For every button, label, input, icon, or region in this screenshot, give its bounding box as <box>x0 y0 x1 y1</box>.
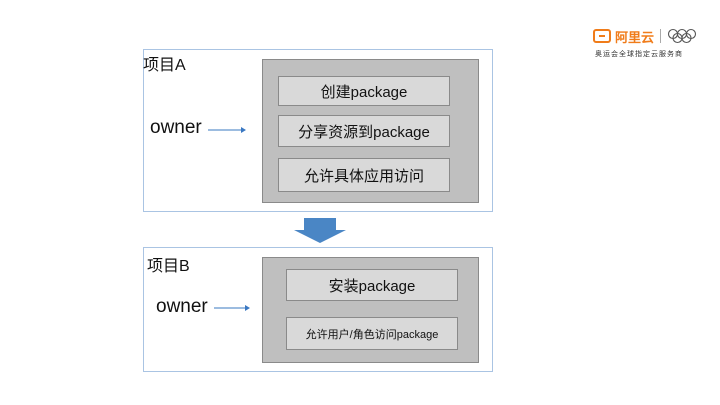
project-b-owner-label: owner <box>156 296 208 317</box>
allow-user-role-access-button[interactable]: 允许用户/角色访问package <box>286 317 458 350</box>
install-package-button[interactable]: 安装package <box>286 269 458 301</box>
brand-logo: 阿里云 奥运会全球指定云服务商 <box>593 27 705 61</box>
project-b-owner-arrow-icon <box>214 305 250 311</box>
allow-app-access-button[interactable]: 允许具体应用访问 <box>278 158 450 192</box>
brand-bracket-icon <box>593 29 611 43</box>
project-a-title: 项目A <box>143 57 186 74</box>
project-a-frame <box>143 49 493 212</box>
olympic-rings-icon <box>667 28 697 44</box>
project-a-owner-arrow-icon <box>208 127 246 133</box>
project-a-owner-label: owner <box>150 117 202 138</box>
flow-down-arrow-icon <box>294 218 346 243</box>
project-b-title: 项目B <box>147 258 190 275</box>
brand-separator <box>660 29 662 43</box>
share-resources-to-package-button[interactable]: 分享资源到package <box>278 115 450 147</box>
create-package-button[interactable]: 创建package <box>278 76 450 106</box>
project-b-frame <box>143 247 493 372</box>
brand-row: 阿里云 <box>593 27 697 45</box>
brand-tagline: 奥运会全球指定云服务商 <box>595 51 683 58</box>
brand-name: 阿里云 <box>615 29 655 45</box>
